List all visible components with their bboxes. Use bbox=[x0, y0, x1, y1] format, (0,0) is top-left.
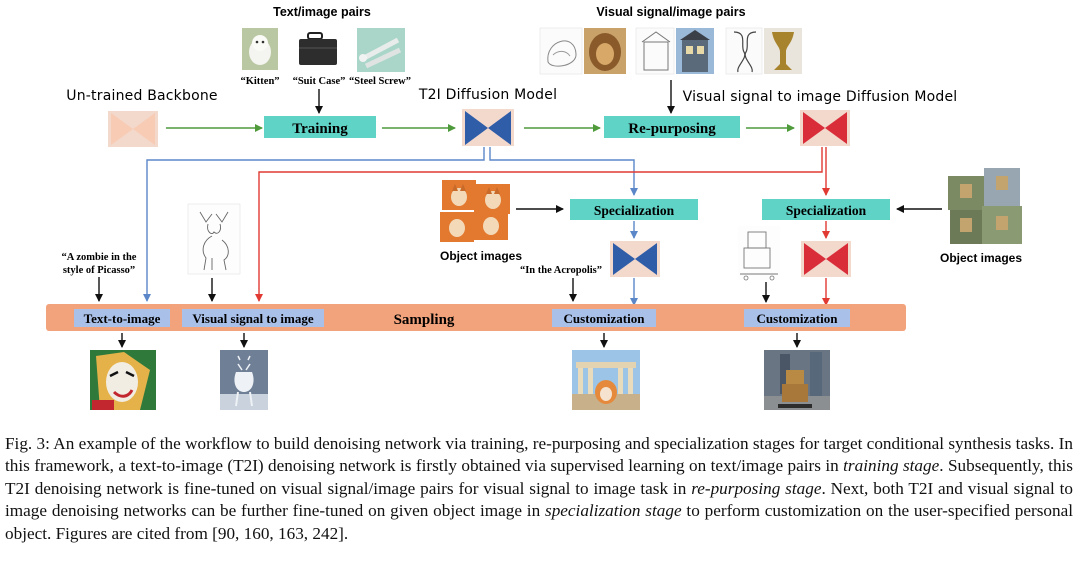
caption-text-3: . Next, both T2I and visual signal to im… bbox=[5, 478, 1073, 521]
training-box bbox=[264, 116, 376, 138]
kitten-thumbnail bbox=[242, 28, 278, 70]
steel-screw-thumbnail bbox=[357, 28, 405, 72]
untrained-backbone-label: Un-trained Backbone bbox=[66, 88, 217, 104]
caption-specialization-stage: specialization stage bbox=[545, 501, 682, 521]
t2i-model-bowtie bbox=[462, 109, 514, 146]
sampling-label: Sampling bbox=[394, 312, 455, 328]
vs-to-visual-signal-connector bbox=[255, 147, 823, 302]
caption-text-4: to perform customization on the user-spe… bbox=[5, 501, 1074, 543]
acropolis-corgi-output-image bbox=[572, 350, 640, 410]
picasso-zombie-output-image bbox=[90, 350, 156, 410]
vase-pair-thumbnail bbox=[725, 27, 802, 75]
lion-pair-thumbnail bbox=[539, 27, 626, 75]
repurposing-label: Re-purposing bbox=[628, 121, 716, 137]
text-to-image-label: Text-to-image bbox=[84, 311, 161, 326]
acropolis-prompt: “In the Acropolis” bbox=[520, 265, 602, 276]
specialization-label-left: Specialization bbox=[594, 203, 675, 218]
untrained-backbone-bowtie bbox=[108, 111, 158, 147]
object-images-label-left: Object images bbox=[440, 249, 522, 263]
snow-deer-output-image bbox=[220, 350, 268, 410]
skateboard-robot-output-image bbox=[764, 350, 830, 410]
customization-box-left bbox=[552, 309, 656, 327]
steel-screw-label: “Steel Screw” bbox=[349, 76, 411, 87]
workflow-diagram: Text/image pairs Visual signal/image pai… bbox=[46, 5, 1022, 410]
visual-signal-image-pairs-heading: Visual signal/image pairs bbox=[596, 5, 745, 19]
kitten-label: “Kitten” bbox=[240, 76, 279, 87]
figure-caption: Fig. 3: An example of the workflow to bu… bbox=[5, 433, 1073, 545]
skateboard-sketch bbox=[738, 226, 780, 281]
customization-box-right bbox=[744, 309, 850, 327]
box-robot-object-images bbox=[948, 168, 1022, 244]
caption-text-2: . Subsequently, this T2I denoising netwo… bbox=[5, 456, 1073, 498]
t2i-to-specialization-connector bbox=[489, 147, 638, 196]
training-label: Training bbox=[292, 121, 348, 137]
suitcase-thumbnail bbox=[296, 32, 338, 68]
specialization-box-left bbox=[570, 199, 698, 220]
zombie-prompt-line-1: “A zombie in the bbox=[62, 252, 137, 263]
visual-signal-to-image-label: Visual signal to image bbox=[192, 311, 313, 326]
zombie-prompt-line-2: style of Picasso” bbox=[63, 265, 135, 276]
specialized-t2i-bowtie bbox=[610, 241, 660, 277]
t2i-model-label: T2I Diffusion Model bbox=[418, 87, 557, 103]
repurposing-box bbox=[604, 116, 740, 138]
deer-sketch bbox=[187, 203, 241, 275]
text-to-image-box bbox=[74, 309, 170, 327]
specialization-label-right: Specialization bbox=[786, 203, 867, 218]
caption-text-1: Fig. 3: An example of the workflow to bu… bbox=[5, 434, 1073, 476]
suit-case-label: “Suit Case” bbox=[293, 76, 346, 87]
vs-model-label: Visual signal to image Diffusion Model bbox=[683, 89, 958, 105]
text-image-pairs-heading: Text/image pairs bbox=[273, 5, 371, 19]
object-images-label-right: Object images bbox=[940, 251, 1022, 265]
specialization-box-right bbox=[762, 199, 890, 220]
t2i-to-text-to-image-connector bbox=[143, 147, 485, 302]
caption-training-stage: training stage bbox=[843, 456, 940, 476]
customization-label-right: Customization bbox=[757, 311, 839, 326]
customization-label-left: Customization bbox=[564, 311, 646, 326]
specialized-vs-bowtie bbox=[801, 241, 851, 277]
caption-repurposing-stage: re-purposing stage bbox=[691, 478, 822, 498]
corgi-object-images bbox=[440, 180, 510, 242]
visual-signal-to-image-box bbox=[182, 309, 324, 327]
vs-model-bowtie bbox=[800, 110, 850, 146]
house-pair-thumbnail bbox=[635, 27, 714, 75]
